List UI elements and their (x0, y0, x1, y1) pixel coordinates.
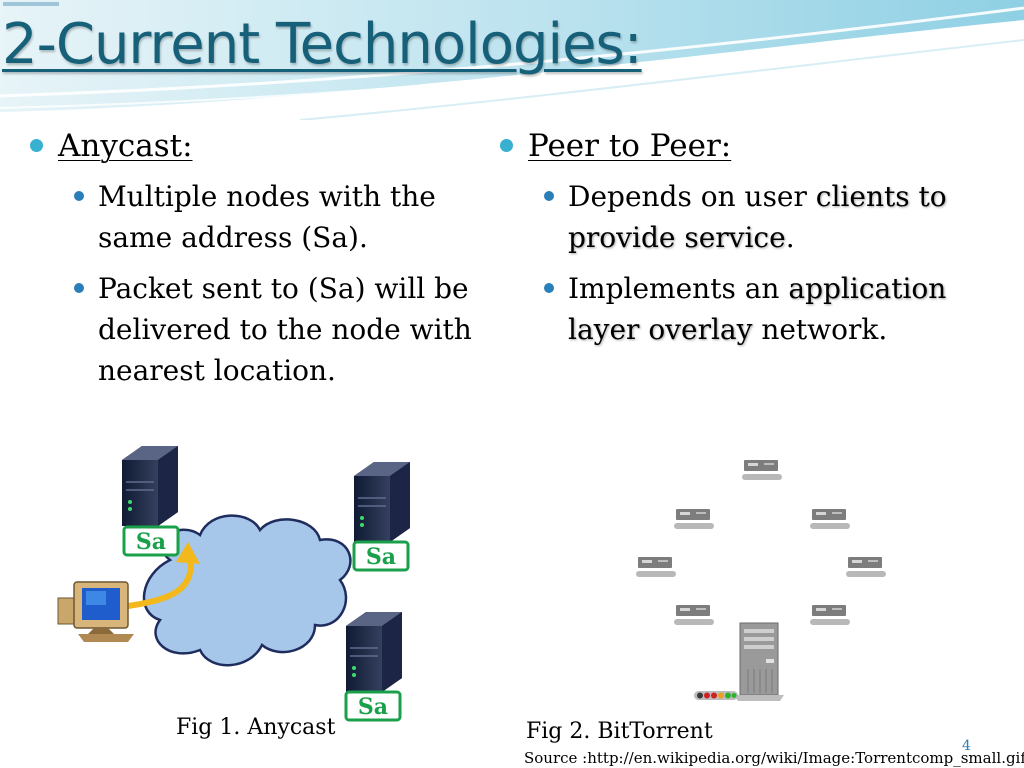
sub-bullet: Multiple nodes with the same address (Sa… (70, 176, 490, 258)
client-computer-icon (57, 581, 134, 642)
bullet-dot-icon (500, 139, 513, 152)
server-icon (346, 612, 402, 692)
bittorrent-diagram (636, 460, 886, 701)
bullet-highlight: clients to provide service (568, 180, 947, 254)
header-wave-background (0, 0, 1024, 120)
bullet-text-prefix: Depends on user (568, 180, 816, 213)
bullet-anycast: Anycast: (30, 126, 490, 166)
bullet-text: Packet sent to (Sa) will be delivered to… (98, 272, 472, 387)
left-column: Anycast: Multiple nodes with the same ad… (30, 126, 490, 391)
address-label: Sa (136, 529, 166, 555)
address-label-box (344, 690, 402, 722)
bullet-peer-to-peer: Peer to Peer: (500, 126, 1000, 166)
bullet-dot-icon (74, 283, 84, 293)
progress-indicator (694, 691, 738, 700)
address-label-box (122, 525, 180, 557)
address-label-box (352, 540, 410, 572)
peer-node-icon (636, 557, 676, 577)
server-icon (122, 446, 178, 526)
bullet-text-suffix: . (785, 221, 795, 254)
bullet-highlight: application layer overlay (568, 272, 947, 346)
sub-bullet: Depends on user clients to provide servi… (540, 176, 1000, 258)
p2p-heading: Peer to Peer: (528, 128, 732, 164)
bullet-dot-icon (30, 139, 43, 152)
peer-node-icon (742, 460, 782, 480)
bullet-text-prefix: Implements an (568, 272, 789, 305)
page-number: 4 (962, 738, 971, 754)
figure2-caption: Fig 2. BitTorrent (526, 719, 713, 744)
anycast-heading: Anycast: (58, 128, 193, 164)
address-label: Sa (366, 544, 396, 570)
peer-node-icon (674, 605, 714, 625)
bullet-dot-icon (544, 191, 554, 201)
slide-title: 2-Current Technologies: (2, 12, 643, 77)
anycast-diagram: Sa Sa Sa (57, 446, 410, 722)
address-label: Sa (358, 694, 388, 720)
peer-node-icon (810, 509, 850, 529)
figure-source: Source :http://en.wikipedia.org/wiki/Ima… (524, 749, 1024, 767)
corner-marker (3, 2, 59, 6)
bullet-text: Multiple nodes with the same address (Sa… (98, 180, 436, 254)
right-column: Peer to Peer: Depends on user clients to… (500, 126, 1000, 350)
tower-server-icon (734, 622, 784, 701)
bullet-dot-icon (544, 283, 554, 293)
peer-node-icon (810, 605, 850, 625)
network-cloud (142, 514, 352, 667)
server-icon (354, 462, 410, 542)
peer-node-icon (846, 557, 886, 577)
bullet-dot-icon (74, 191, 84, 201)
bullet-text-suffix: network. (752, 313, 888, 346)
figure1-caption: Fig 1. Anycast (176, 715, 336, 740)
route-arrow (127, 542, 200, 609)
sub-bullet: Packet sent to (Sa) will be delivered to… (70, 268, 490, 391)
sub-bullet: Implements an application layer overlay … (540, 268, 1000, 350)
peer-node-icon (674, 509, 714, 529)
